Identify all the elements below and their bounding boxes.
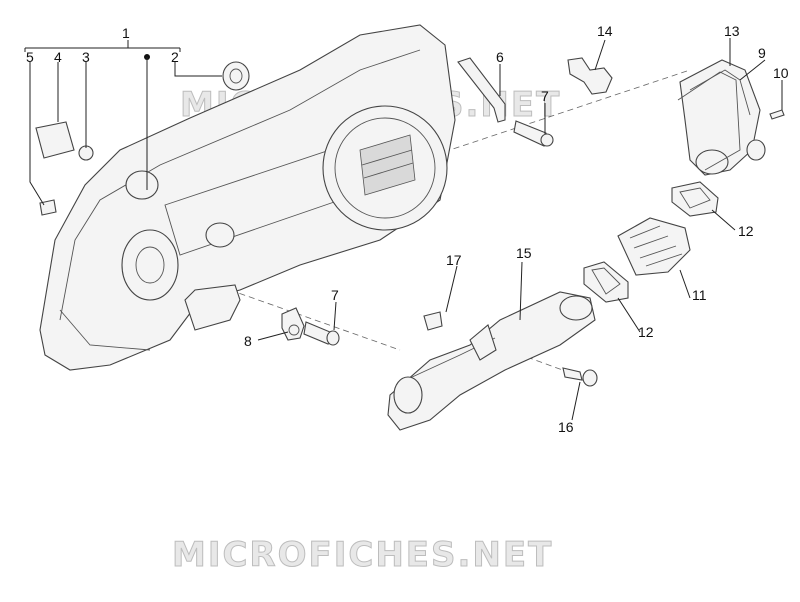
leader-lines [24, 38, 783, 421]
callout-16: 16 [558, 419, 574, 435]
plug-part-5 [39, 199, 57, 216]
callout-12-lower: 12 [638, 324, 654, 340]
washer-part-3 [78, 145, 94, 161]
bearing-part-2 [222, 61, 250, 91]
callout-5: 5 [26, 49, 34, 65]
crankcase-cover [39, 24, 456, 371]
callout-7-upper: 7 [541, 88, 549, 104]
callout-2: 2 [171, 49, 179, 65]
callout-8: 8 [244, 333, 252, 349]
callout-9: 9 [758, 45, 766, 61]
callout-15: 15 [516, 245, 532, 261]
callout-10: 10 [773, 65, 789, 81]
small-parts-left [35, 61, 250, 216]
clip-nut-part-17 [423, 311, 443, 331]
callout-7-lower: 7 [331, 287, 339, 303]
callout-3: 3 [82, 49, 90, 65]
callout-13: 13 [724, 23, 740, 39]
bracket-and-bolt [457, 57, 554, 147]
intake-elbow [677, 59, 785, 176]
callout-12-upper: 12 [738, 223, 754, 239]
hose-clips [583, 181, 719, 303]
callout-14: 14 [597, 23, 613, 39]
callout-1: 1 [122, 25, 130, 41]
callout-numbers: 1 2 3 4 5 6 7 7 8 9 10 11 12 12 13 14 15… [26, 23, 789, 435]
watermark-bottom: MICROFICHES.NET [172, 535, 553, 575]
callout-4: 4 [54, 49, 62, 65]
bellows-hose [617, 217, 691, 276]
screw-part-16 [562, 367, 598, 387]
intake-tube [387, 291, 596, 431]
callout-17: 17 [446, 252, 462, 268]
callout-6: 6 [496, 49, 504, 65]
screw-part-10 [769, 109, 785, 120]
callout-11: 11 [692, 287, 707, 303]
lower-bracket-and-bolt [281, 307, 340, 346]
clamp-part-14 [567, 57, 613, 95]
bushing-part-4 [35, 121, 75, 159]
